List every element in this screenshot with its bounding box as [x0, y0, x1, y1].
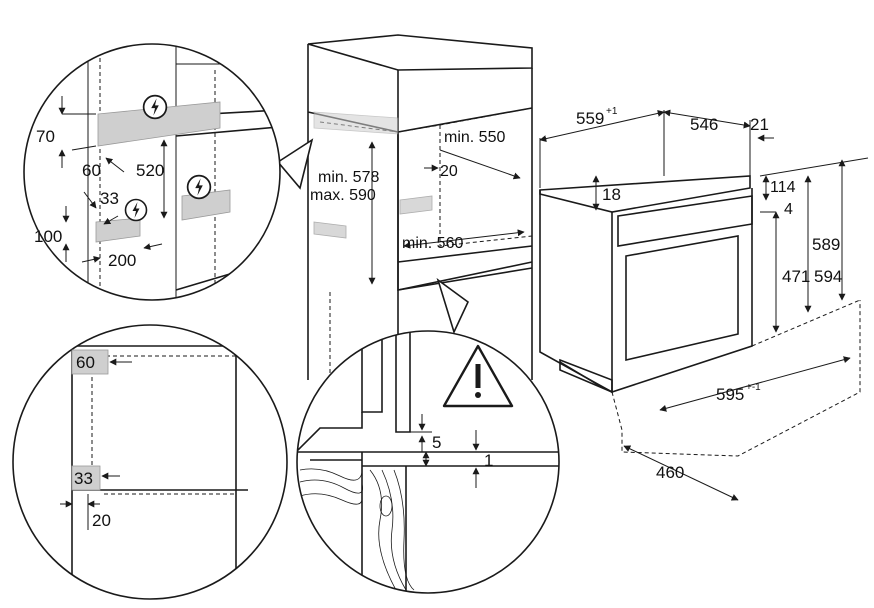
- oven-top: [539, 175, 751, 213]
- detail-bl-zone-bottom: [71, 465, 101, 491]
- oven-drawing: 559 +1 546 21 18 114 4 471 589 594 595 +…: [539, 106, 869, 501]
- detail-circle-bottom-left-border: [12, 324, 288, 600]
- detail-bc-shelf: [297, 451, 559, 593]
- label-4: 4: [784, 201, 793, 218]
- label-594: 594: [814, 267, 842, 286]
- label-max-590: max. 590: [310, 187, 376, 204]
- socket-zone-left: [313, 221, 347, 239]
- dim-559-arrow: [539, 109, 665, 143]
- label-21: 21: [750, 115, 769, 134]
- dim-200-arrow-left: [81, 255, 101, 263]
- label-min-550: min. 550: [444, 129, 505, 146]
- dim-200-arrow-right: [143, 243, 163, 251]
- label-589: 589: [812, 235, 840, 254]
- detail-bl-zone-top: [71, 349, 109, 375]
- label-tl-100: 100: [34, 227, 62, 246]
- detail-bc-oven-lip: [297, 412, 363, 453]
- label-114: 114: [770, 179, 796, 196]
- label-tl-33: 33: [100, 189, 119, 208]
- lightning-icon: [124, 198, 148, 222]
- label-471: 471: [782, 267, 810, 286]
- dim-560-arrow: [403, 229, 525, 249]
- label-546: 546: [690, 115, 718, 134]
- label-460: 460: [656, 463, 684, 482]
- label-tl-60: 60: [82, 161, 101, 180]
- label-gap-20: 20: [440, 163, 458, 180]
- label-595-tolerance: +-1: [746, 382, 761, 393]
- ventilation-zone-top: [313, 111, 399, 135]
- dim-60-arrow: [105, 157, 125, 173]
- cabinet-overview: min. 578 max. 590 min. 550 20 min. 560: [307, 34, 533, 380]
- dim-546-arrow: [663, 109, 751, 129]
- detail-circle-top-left: 70 60 520 33 100 200: [23, 43, 281, 301]
- label-tl-200: 200: [108, 251, 136, 270]
- dim-33-arrow-b: [103, 215, 119, 225]
- socket-zone-right: [399, 195, 433, 215]
- label-tl-520: 520: [136, 161, 164, 180]
- detail-circle-bottom-left: 60 33 20: [12, 324, 288, 600]
- label-bc-1: 1: [484, 451, 493, 470]
- label-tl-70: 70: [36, 127, 55, 146]
- lightning-icon: [186, 174, 212, 200]
- dim-70-tick-b: [71, 145, 97, 151]
- dim-460-arrow: [623, 445, 739, 501]
- callout-pointer-top: [276, 138, 314, 190]
- detail-tl-shelf: [175, 125, 280, 137]
- oven-door-window: [625, 235, 739, 362]
- ext-bottom: [751, 299, 861, 347]
- detail-circle-bottom-center-border: [296, 330, 560, 594]
- label-559: 559: [576, 109, 604, 128]
- label-bl-20: 20: [92, 511, 111, 530]
- warning-icon: [442, 344, 514, 408]
- callout-pointer-bottom: [436, 277, 470, 335]
- dim-595-arrow: [659, 356, 851, 412]
- label-18: 18: [602, 185, 621, 204]
- detail-bc-oven-frame: [361, 331, 411, 433]
- detail-bl-dash-lines: [91, 355, 237, 495]
- detail-tl-zone-upper: [97, 101, 221, 147]
- label-bl-60: 60: [76, 353, 95, 372]
- cabinet-top-face: [307, 34, 533, 71]
- oven-control-panel: [617, 195, 753, 247]
- dim-33-arrow: [83, 191, 97, 209]
- label-min-560: min. 560: [402, 235, 463, 252]
- dim-550-arrow: [439, 149, 521, 180]
- cabinet-top-box: [307, 44, 533, 133]
- bottom-cabinet-top: [397, 267, 533, 291]
- lightning-icon: [142, 94, 168, 120]
- oven-body: [539, 188, 753, 394]
- ext-top: [759, 157, 869, 177]
- detail-circle-bottom-center: 5 1: [296, 330, 560, 594]
- label-bc-5: 5: [432, 433, 441, 452]
- label-559-tolerance: +1: [606, 106, 618, 117]
- ext-floor: [611, 300, 861, 457]
- label-min-578: min. 578: [318, 169, 379, 186]
- label-595: 595: [716, 385, 744, 404]
- label-bl-33: 33: [74, 469, 93, 488]
